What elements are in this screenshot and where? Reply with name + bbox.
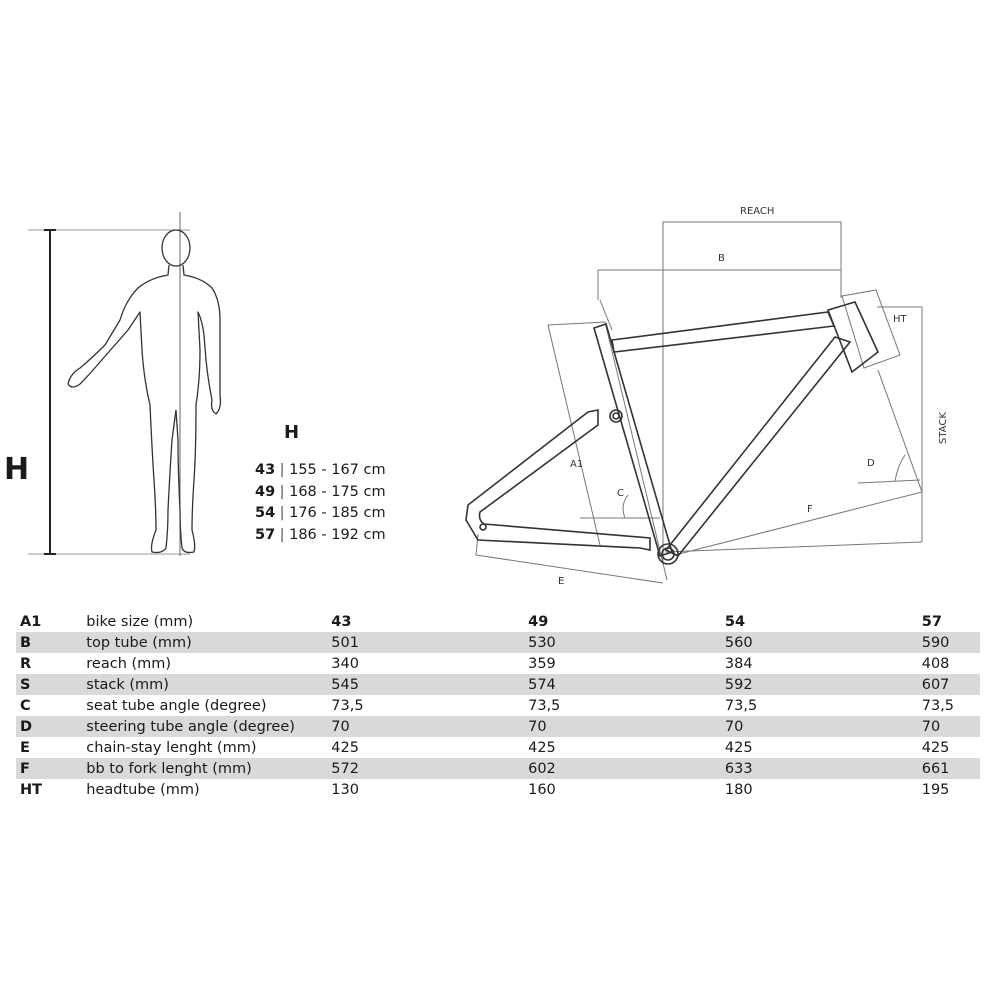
- cell-value: 425: [724, 739, 753, 756]
- cell-value: 530: [528, 632, 725, 653]
- height-letter: H: [4, 452, 30, 487]
- row-param: seat tube angle (degree): [86, 697, 267, 714]
- size-guide-row: 57 | 186 - 192 cm: [255, 525, 386, 547]
- cell-value: 70: [528, 716, 725, 737]
- size-guide-size: 57: [255, 526, 276, 543]
- size-guide-range: 168 - 175 cm: [289, 483, 386, 500]
- cell-value: 195: [921, 781, 950, 798]
- cell-value: 590: [921, 632, 980, 653]
- size-guide-size: 43: [255, 462, 276, 478]
- label-bb-to-fork: F: [807, 504, 813, 515]
- geometry-table: A1 bike size (mm) 43 49 54 57 B top tube…: [16, 611, 980, 800]
- cell-value: 592: [724, 674, 922, 695]
- cell-value: 501: [331, 632, 529, 653]
- cell-value: 633: [724, 758, 922, 779]
- cell-value: 43: [331, 613, 352, 630]
- size-guide-size: 54: [255, 505, 276, 521]
- size-guide-row: 49 | 168 - 175 cm: [255, 482, 386, 504]
- row-code: E: [20, 739, 30, 756]
- cell-value: 49: [528, 613, 549, 630]
- row-code: HT: [20, 781, 43, 798]
- size-guide-row: 43 | 155 - 167 cm: [255, 460, 386, 482]
- cell-value: 70: [921, 716, 980, 737]
- size-guide-size: 49: [255, 483, 276, 500]
- row-param: chain-stay lenght (mm): [86, 739, 257, 756]
- cell-value: 340: [331, 655, 359, 672]
- row-code: D: [16, 716, 87, 737]
- row-code: C: [20, 697, 31, 714]
- table-row: A1 bike size (mm) 43 49 54 57: [16, 611, 980, 632]
- row-code: F: [16, 758, 87, 779]
- bike-frame-diagram: [465, 221, 923, 584]
- cell-value: 73,5: [921, 697, 955, 714]
- cell-value: 560: [724, 632, 922, 653]
- cell-value: 54: [724, 613, 746, 630]
- cell-value: 574: [528, 674, 725, 695]
- label-chain-stay: E: [558, 576, 564, 587]
- cell-value: 384: [724, 655, 753, 672]
- cell-value: 73,5: [528, 697, 561, 714]
- bike-geometry-diagram: REACH B HT STACK A1 C D F E: [28, 206, 949, 587]
- size-guide-list: 43 | 155 - 167 cm 49 | 168 - 175 cm 54 |…: [255, 460, 386, 546]
- cell-value: 359: [528, 655, 556, 672]
- row-param: bike size (mm): [86, 613, 194, 630]
- cell-value: 607: [921, 674, 980, 695]
- row-param: steering tube angle (degree): [86, 716, 332, 737]
- table-row: B top tube (mm) 501 530 560 590: [16, 632, 980, 653]
- cell-value: 73,5: [724, 697, 758, 714]
- label-head-tube: HT: [893, 314, 908, 325]
- table-row: F bb to fork lenght (mm) 572 602 633 661: [16, 758, 980, 779]
- cell-value: 130: [331, 781, 359, 798]
- table-row: S stack (mm) 545 574 592 607: [16, 674, 980, 695]
- height-figure: [28, 212, 222, 556]
- cell-value: 70: [724, 716, 922, 737]
- row-param: headtube (mm): [86, 781, 200, 798]
- size-guide-range: 155 - 167 cm: [289, 462, 386, 478]
- cell-value: 425: [921, 739, 950, 756]
- cell-value: 425: [331, 739, 359, 756]
- row-code: S: [16, 674, 87, 695]
- cell-value: 160: [528, 781, 556, 798]
- table-row: HT headtube (mm) 130 160 180 195: [16, 779, 980, 800]
- cell-value: 180: [724, 781, 753, 798]
- row-code: A1: [20, 613, 42, 630]
- cell-value: 70: [331, 716, 529, 737]
- cell-value: 73,5: [331, 697, 364, 714]
- label-steering-angle: D: [867, 458, 875, 469]
- table-row: E chain-stay lenght (mm) 425 425 425 425: [16, 737, 980, 758]
- label-stack: STACK: [938, 412, 949, 444]
- row-param: bb to fork lenght (mm): [86, 758, 332, 779]
- row-code: R: [20, 655, 32, 672]
- human-silhouette-icon: [67, 229, 222, 554]
- label-reach: REACH: [740, 206, 774, 217]
- cell-value: 602: [528, 758, 725, 779]
- label-seat-tube: A1: [570, 459, 583, 470]
- row-param: top tube (mm): [86, 632, 332, 653]
- table-row: R reach (mm) 340 359 384 408: [16, 653, 980, 674]
- label-seat-angle: C: [617, 488, 624, 499]
- cell-value: 545: [331, 674, 529, 695]
- label-top-tube: B: [718, 253, 725, 264]
- size-guide-row: 54 | 176 - 185 cm: [255, 503, 386, 525]
- table-row: D steering tube angle (degree) 70 70 70 …: [16, 716, 980, 737]
- cell-value: 661: [921, 758, 980, 779]
- cell-value: 57: [921, 613, 942, 630]
- row-param: stack (mm): [86, 674, 332, 695]
- size-guide-range: 186 - 192 cm: [289, 526, 386, 543]
- cell-value: 572: [331, 758, 529, 779]
- table-row: C seat tube angle (degree) 73,5 73,5 73,…: [16, 695, 980, 716]
- row-param: reach (mm): [86, 655, 172, 672]
- cell-value: 425: [528, 739, 556, 756]
- row-code: B: [16, 632, 87, 653]
- size-guide-title: H: [284, 422, 300, 443]
- size-guide-range: 176 - 185 cm: [289, 505, 386, 521]
- cell-value: 408: [921, 655, 950, 672]
